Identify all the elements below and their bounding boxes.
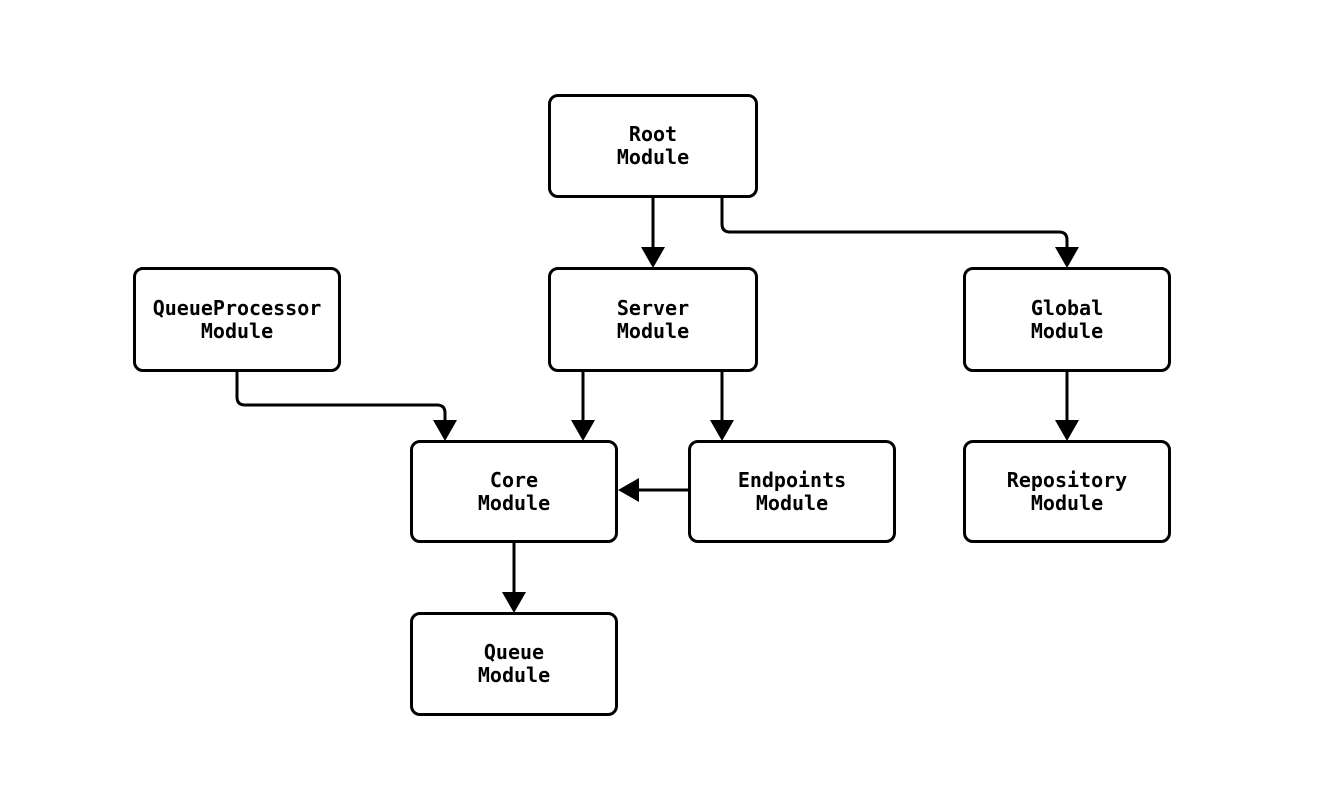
edge-root-to-global	[720, 198, 1069, 249]
arrowhead-root-to-global	[1055, 247, 1079, 268]
node-queue-module: Queue Module	[410, 612, 618, 716]
node-endpoints-module-subtitle: Module	[755, 490, 829, 515]
node-queueprocessor-module: QueueProcessor Module	[133, 267, 341, 372]
node-core-module: Core Module	[410, 440, 618, 543]
node-root-module-subtitle: Module	[616, 145, 690, 169]
node-root-module-title: Root	[628, 122, 678, 146]
edge-queueprocessor-to-core	[235, 372, 447, 422]
node-server-module-subtitle: Module	[616, 318, 690, 343]
arrowhead-core-to-queue	[502, 592, 526, 613]
node-global-module-subtitle: Module	[1030, 318, 1104, 343]
arrowhead-root-to-server	[641, 247, 665, 268]
node-endpoints-module: Endpoints Module	[688, 440, 896, 543]
node-server-module: Server Module	[548, 267, 758, 372]
arrowhead-queueprocessor-to-core	[433, 420, 457, 441]
node-queueprocessor-module-title: QueueProcessor	[152, 295, 322, 320]
arrowhead-server-to-core	[571, 420, 595, 441]
node-server-module-title: Server	[616, 295, 690, 320]
node-global-module-title: Global	[1030, 295, 1104, 320]
node-core-module-title: Core	[489, 467, 539, 492]
node-repository-module-subtitle: Module	[1030, 490, 1104, 515]
node-repository-module: Repository Module	[963, 440, 1171, 543]
arrowhead-endpoints-to-core	[618, 478, 639, 502]
node-queueprocessor-module-subtitle: Module	[200, 318, 274, 343]
node-global-module: Global Module	[963, 267, 1171, 372]
node-queue-module-title: Queue	[483, 640, 545, 664]
node-repository-module-title: Repository	[1006, 467, 1128, 492]
arrowhead-global-to-repository	[1055, 420, 1079, 441]
node-queue-module-subtitle: Module	[477, 663, 551, 687]
node-root-module: Root Module	[548, 94, 758, 198]
arrowhead-server-to-endpoints	[710, 420, 734, 441]
node-endpoints-module-title: Endpoints	[737, 467, 847, 492]
node-core-module-subtitle: Module	[477, 490, 551, 515]
